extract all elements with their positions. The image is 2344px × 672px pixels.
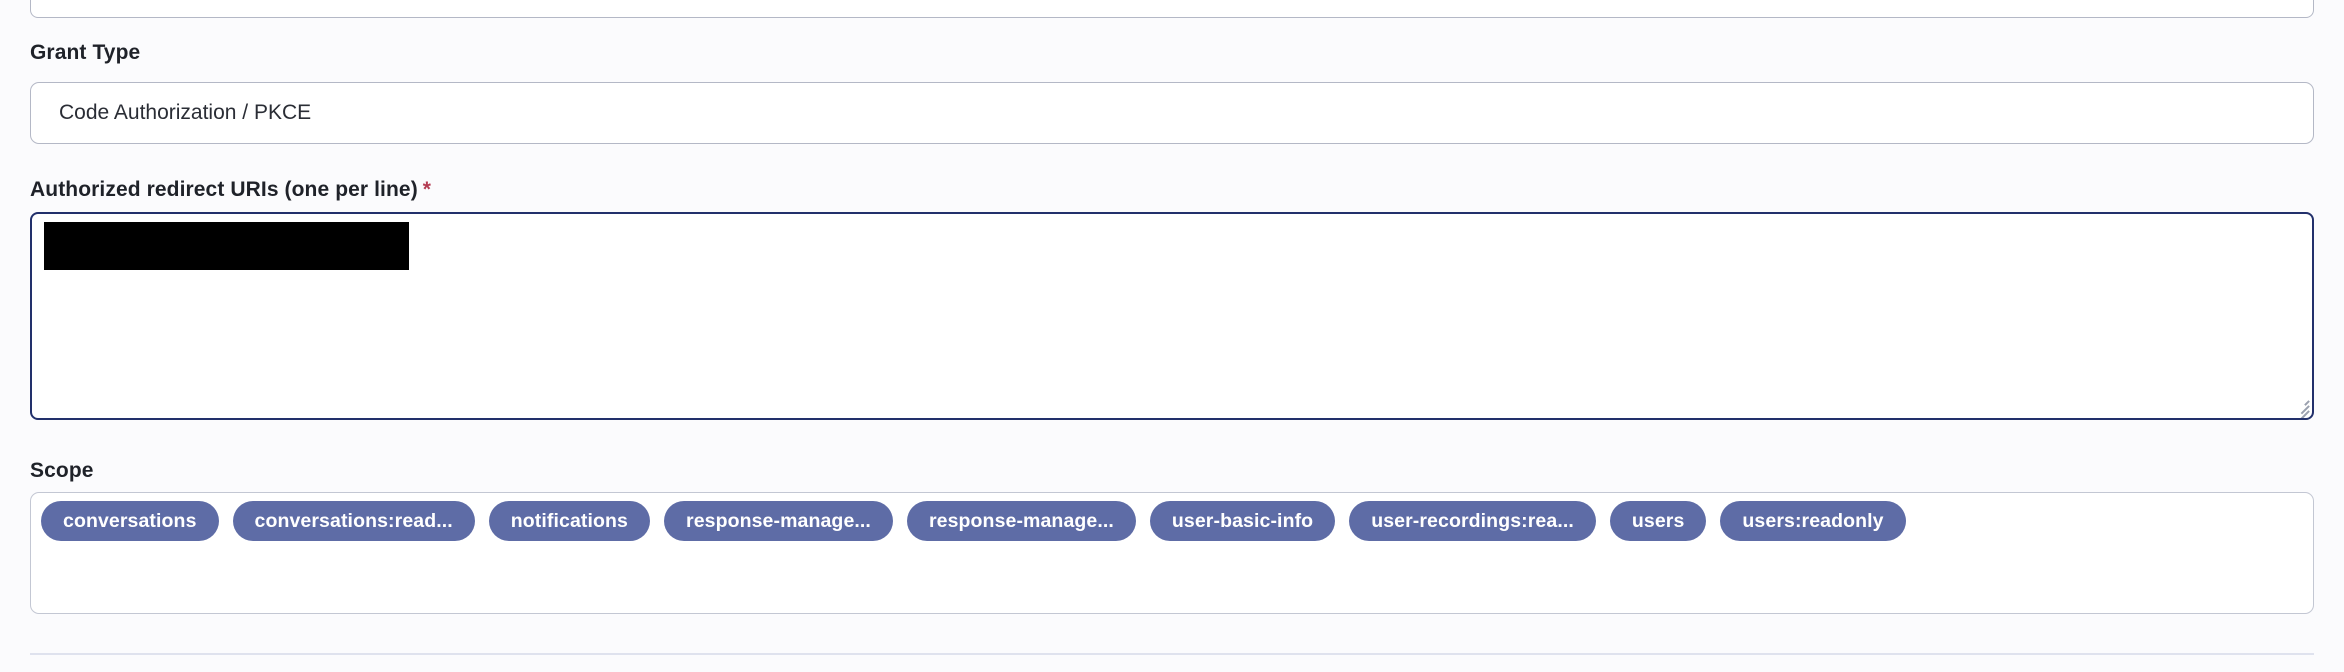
grant-type-input[interactable]: Code Authorization / PKCE	[30, 82, 2314, 144]
scope-chip[interactable]: users:readonly	[1720, 501, 1906, 541]
scope-chip[interactable]: user-basic-info	[1149, 501, 1336, 541]
section-divider	[30, 653, 2314, 655]
textarea-resize-handle[interactable]	[2288, 394, 2310, 418]
grant-type-label: Grant Type	[30, 41, 141, 64]
scope-chip[interactable]: response-manage...	[664, 501, 893, 541]
scope-chip[interactable]: users	[1609, 501, 1707, 541]
required-marker-icon: *	[422, 178, 431, 201]
scope-label: Scope	[30, 459, 94, 482]
previous-field-input-partial[interactable]	[30, 0, 2314, 18]
redirect-uris-label: Authorized redirect URIs (one per line)	[30, 178, 418, 201]
redirect-uris-label-row: Authorized redirect URIs (one per line) …	[30, 178, 431, 202]
scope-chip[interactable]: user-recordings:rea...	[1349, 501, 1596, 541]
scope-chip-container[interactable]: conversations conversations:read... notifi…	[30, 492, 2314, 614]
scope-chip[interactable]: response-manage...	[906, 501, 1136, 541]
grant-type-value: Code Authorization / PKCE	[59, 101, 312, 124]
scope-chip[interactable]: notifications	[488, 501, 650, 541]
redirect-uris-textarea[interactable]	[30, 212, 2314, 420]
redacted-value-block	[44, 222, 409, 270]
scope-chip[interactable]: conversations:read...	[232, 501, 475, 541]
scope-chip[interactable]: conversations	[41, 501, 219, 541]
